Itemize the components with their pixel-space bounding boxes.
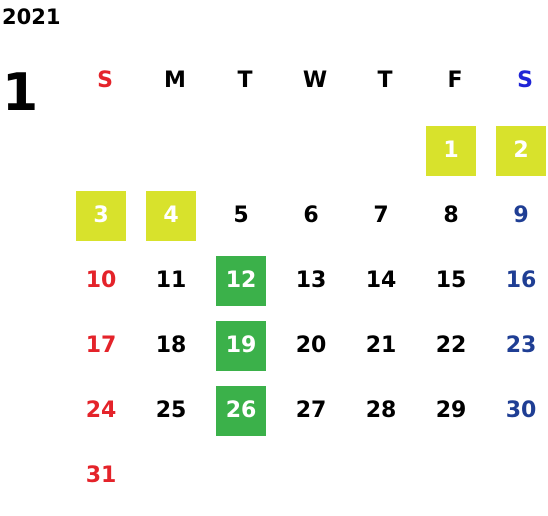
day-cell: 8	[420, 191, 490, 256]
day-cell	[280, 451, 350, 516]
day-cell: 6	[280, 191, 350, 256]
day-cell: 24	[70, 386, 140, 451]
day-cell: 15	[420, 256, 490, 321]
day-number: 10	[85, 268, 117, 293]
day-number: 9	[513, 203, 529, 228]
day-cell: 31	[70, 451, 140, 516]
weekday-monday: M	[164, 68, 186, 93]
day-number: 11	[155, 268, 187, 293]
day-cell	[490, 451, 548, 516]
weekday-saturday: S	[517, 68, 533, 93]
day-number: 27	[295, 398, 327, 423]
week-row: 10 11 12 13 14 15 16	[70, 256, 548, 321]
day-number: 8	[443, 203, 459, 228]
day-cell: 23	[490, 321, 548, 386]
day-cell: 29	[420, 386, 490, 451]
day-number: 2	[496, 126, 546, 176]
day-number: 14	[365, 268, 397, 293]
day-number: 30	[505, 398, 537, 423]
day-cell: 19	[210, 321, 280, 386]
day-cell: 10	[70, 256, 140, 321]
day-cell: 4	[140, 191, 210, 256]
day-cell: 21	[350, 321, 420, 386]
day-cell	[210, 451, 280, 516]
day-number: 24	[85, 398, 117, 423]
day-cell: 25	[140, 386, 210, 451]
day-number: 19	[216, 321, 266, 371]
day-cell: 3	[70, 191, 140, 256]
day-number: 18	[155, 333, 187, 358]
year-label: 2021	[2, 5, 61, 29]
day-cell	[70, 126, 140, 191]
day-cell: 28	[350, 386, 420, 451]
day-cell	[280, 126, 350, 191]
week-row: 24 25 26 27 28 29 30	[70, 386, 548, 451]
day-cell: 11	[140, 256, 210, 321]
day-cell: 16	[490, 256, 548, 321]
day-cell	[140, 126, 210, 191]
day-number: 31	[85, 463, 117, 488]
day-cell: 20	[280, 321, 350, 386]
day-number: 25	[155, 398, 187, 423]
day-number: 28	[365, 398, 397, 423]
day-number: 15	[435, 268, 467, 293]
day-number: 6	[303, 203, 319, 228]
weekday-friday: F	[447, 68, 463, 93]
day-number: 3	[76, 191, 126, 241]
day-cell: 18	[140, 321, 210, 386]
month-number: 1	[2, 63, 39, 123]
day-cell	[140, 451, 210, 516]
day-number: 12	[216, 256, 266, 306]
day-cell: 12	[210, 256, 280, 321]
day-cell: 7	[350, 191, 420, 256]
weekday-sunday: S	[97, 68, 113, 93]
day-cell: 13	[280, 256, 350, 321]
day-cell: 17	[70, 321, 140, 386]
day-number: 1	[426, 126, 476, 176]
day-cell: 5	[210, 191, 280, 256]
day-number: 17	[85, 333, 117, 358]
day-cell: 9	[490, 191, 548, 256]
week-row: 17 18 19 20 21 22 23	[70, 321, 548, 386]
day-number: 5	[233, 203, 249, 228]
day-number: 20	[295, 333, 327, 358]
day-cell: 14	[350, 256, 420, 321]
day-number: 26	[216, 386, 266, 436]
day-cell: 27	[280, 386, 350, 451]
day-number: 4	[146, 191, 196, 241]
week-row: 31	[70, 451, 548, 516]
day-cell: 2	[490, 126, 548, 191]
day-number: 22	[435, 333, 467, 358]
day-number: 29	[435, 398, 467, 423]
day-cell	[350, 126, 420, 191]
weekday-header: S M T W T F S	[70, 64, 548, 98]
day-number: 21	[365, 333, 397, 358]
day-cell	[350, 451, 420, 516]
weekday-thursday: T	[377, 68, 393, 93]
day-cell: 26	[210, 386, 280, 451]
day-number: 13	[295, 268, 327, 293]
day-cell	[210, 126, 280, 191]
day-cell: 30	[490, 386, 548, 451]
weekday-tuesday: T	[237, 68, 253, 93]
day-number: 23	[505, 333, 537, 358]
day-number: 7	[373, 203, 389, 228]
day-cell: 1	[420, 126, 490, 191]
day-number: 16	[505, 268, 537, 293]
weekday-wednesday: W	[302, 68, 328, 93]
day-cell	[420, 451, 490, 516]
day-cell: 22	[420, 321, 490, 386]
